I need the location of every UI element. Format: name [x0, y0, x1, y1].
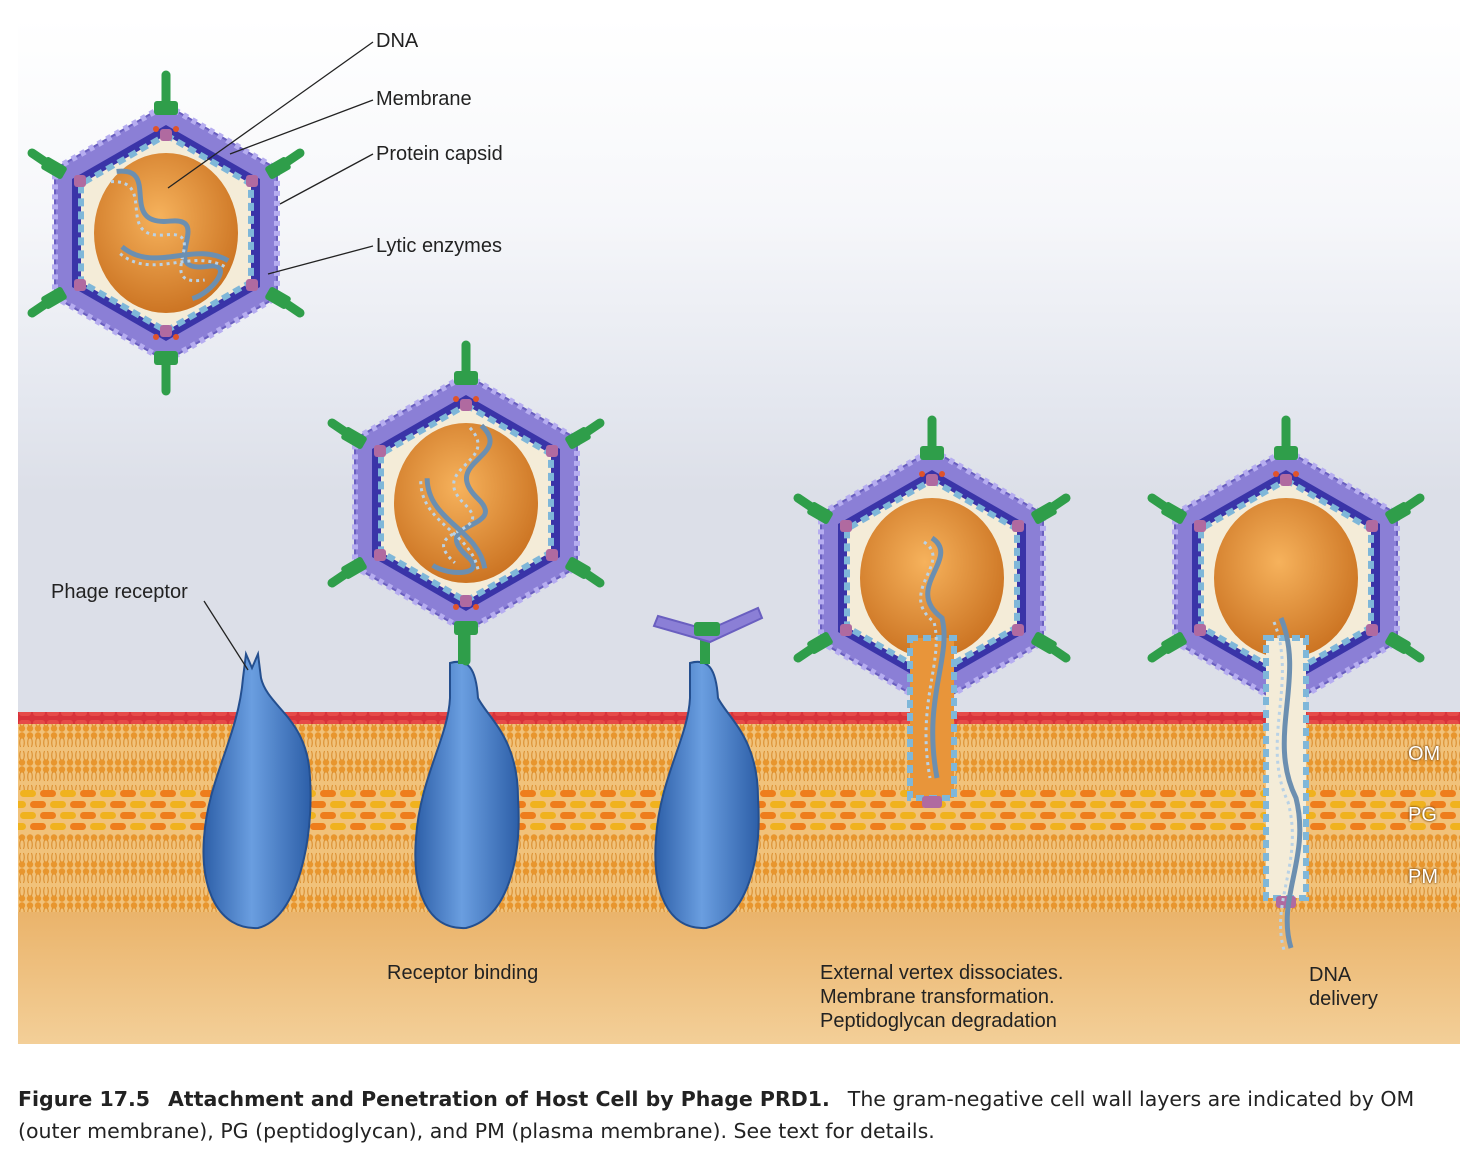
figure-title: Attachment and Penetration of Host Cell … [168, 1087, 830, 1111]
label-membrane: Membrane [376, 88, 472, 110]
detached-vertex [652, 606, 764, 644]
phage-receptor-3 [652, 606, 764, 930]
label-stage3-line1: External vertex dissociates. [820, 962, 1064, 984]
label-phage-receptor: Phage receptor [51, 581, 188, 603]
label-lytic-enzymes: Lytic enzymes [376, 235, 502, 257]
label-protein-capsid: Protein capsid [376, 143, 503, 165]
figure-number: Figure 17.5 [18, 1087, 151, 1111]
outer-membrane-surface [18, 712, 1460, 724]
layer-label-om: OM [1408, 743, 1441, 765]
phage-receptor-1 [202, 650, 312, 930]
layer-label-pg: PG [1408, 804, 1437, 826]
label-dna: DNA [376, 30, 419, 52]
phage-penetrating [798, 420, 1066, 808]
phage-delivering-dna [1152, 420, 1420, 951]
cytoplasm [18, 910, 1460, 1044]
phage-attachment-diagram [18, 18, 1460, 1044]
layer-label-pm: PM [1408, 866, 1438, 888]
leader-lines [167, 41, 374, 671]
figure-caption: Figure 17.5 Attachment and Penetration of… [18, 1083, 1463, 1147]
label-stage3-line2: Membrane transformation. [820, 986, 1055, 1008]
label-stage3-line3: Peptidoglycan degradation [820, 1010, 1057, 1032]
label-dna-delivery-line1: DNA [1309, 964, 1352, 986]
label-receptor-binding: Receptor binding [387, 962, 539, 984]
figure-caption-text: The gram-negative cell wall layers are i… [18, 1087, 1415, 1143]
label-dna-delivery-line2: delivery [1309, 988, 1378, 1010]
